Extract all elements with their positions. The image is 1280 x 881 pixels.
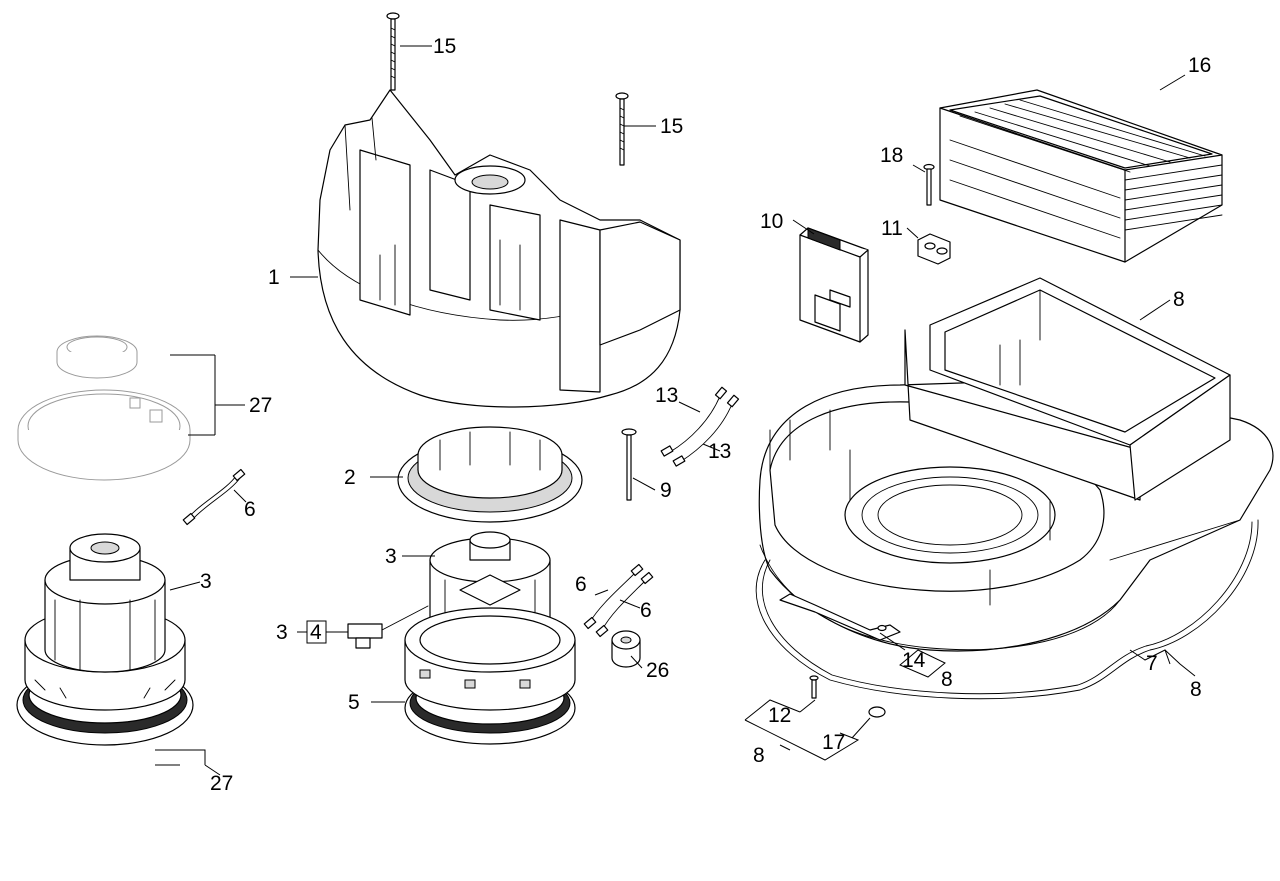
callout-14: 14 [902, 649, 926, 672]
part-3-motor-left [16, 533, 194, 746]
part-27-seal-rings [17, 335, 191, 481]
part-1-upper-housing [317, 89, 681, 408]
callout-8: 8 [1173, 288, 1185, 311]
part-17-foot [868, 706, 886, 718]
callout-3: 3 [200, 570, 212, 593]
callout-8: 8 [1190, 678, 1202, 701]
callout-1: 1 [268, 266, 280, 289]
callout-13: 13 [655, 384, 678, 407]
part-14-bracket [779, 593, 901, 641]
part-6-wire-left [182, 468, 246, 526]
part-2-motor-ring [397, 426, 583, 523]
callout-box-4 [306, 620, 327, 644]
callout-6: 6 [575, 573, 587, 596]
callout-6: 6 [640, 599, 652, 622]
part-26-bushing [611, 630, 641, 668]
part-15-screws [386, 12, 629, 166]
part-4-switch [347, 605, 429, 649]
part-5-motor-base [404, 607, 576, 745]
callout-6: 6 [244, 498, 256, 521]
part-8-lower-housing [758, 277, 1274, 652]
callout-9: 9 [660, 479, 672, 502]
callout-3: 3 [276, 621, 288, 644]
callout-4: 4 [310, 621, 322, 644]
callout-8: 8 [753, 744, 765, 767]
callout-17: 17 [822, 731, 845, 754]
part-7-gasket [755, 519, 1259, 700]
part-11-clamp [917, 233, 951, 265]
callout-18: 18 [880, 144, 903, 167]
callout-13: 13 [708, 440, 731, 463]
callout-8: 8 [941, 668, 953, 691]
part-13-wire-pair [660, 386, 740, 467]
part-6-wire-pair [583, 563, 654, 638]
callout-11: 11 [881, 217, 903, 240]
part-9-long-screw [621, 428, 637, 501]
callout-labels: 1 2 3 3 4 5 15 15 9 13 13 6 6 26 10 11 1… [200, 35, 1211, 795]
callout-10: 10 [760, 210, 783, 233]
callout-2: 2 [344, 466, 356, 489]
callout-3: 3 [385, 545, 397, 568]
part-10-circuit-board [799, 227, 869, 343]
callout-12: 12 [768, 704, 791, 727]
part-18-small-screw [923, 163, 935, 206]
callout-27: 27 [210, 772, 233, 795]
callout-15: 15 [433, 35, 456, 58]
part-16-filter [939, 89, 1223, 263]
callout-15: 15 [660, 115, 683, 138]
callout-26: 26 [646, 659, 669, 682]
part-12-screw [809, 675, 819, 699]
callout-16: 16 [1188, 54, 1211, 77]
callout-7: 7 [1146, 652, 1158, 675]
callout-27: 27 [249, 394, 272, 417]
callout-5: 5 [348, 691, 360, 714]
leader-lines [155, 45, 1196, 776]
